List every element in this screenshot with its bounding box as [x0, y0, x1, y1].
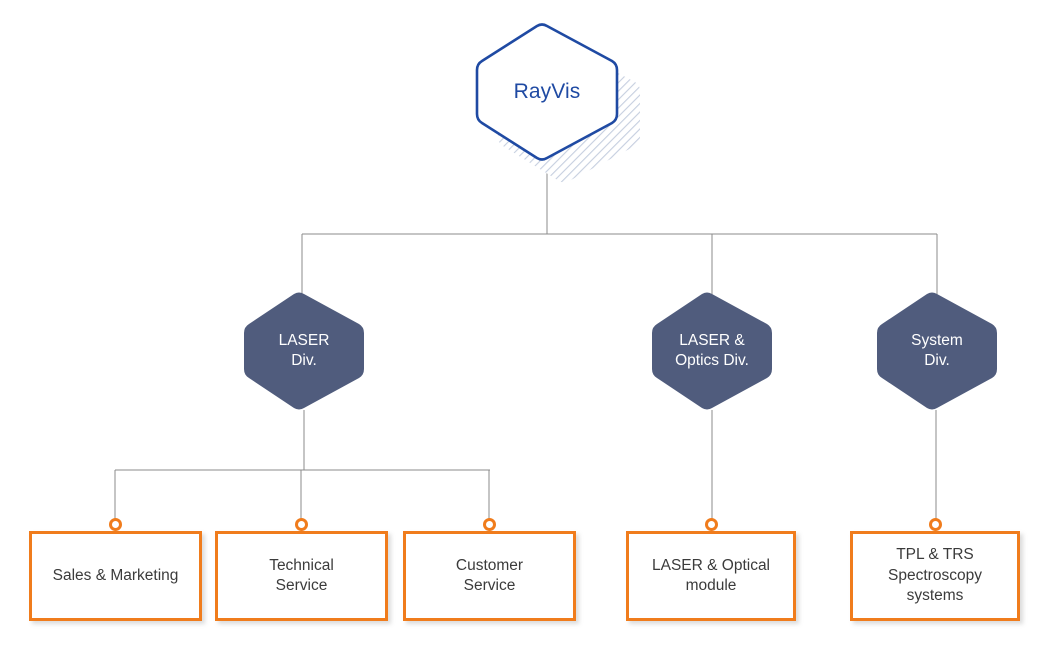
root-hexagon-shape	[475, 23, 619, 161]
connector-ring-sales-marketing	[109, 518, 122, 531]
node-system-div-label: System Div.	[911, 332, 963, 369]
node-laser-optics-div[interactable]: LASER & Optics Div.	[650, 292, 774, 410]
connector-ring-technical-service	[295, 518, 308, 531]
connector-ring-customer-service	[483, 518, 496, 531]
node-sales-marketing[interactable]: Sales & Marketing	[29, 531, 202, 621]
connector-ring-tpl-trs-spectroscopy	[929, 518, 942, 531]
node-laser-div-label: LASER Div.	[278, 332, 330, 369]
connector-ring-laser-optical-module	[705, 518, 718, 531]
node-technical-service[interactable]: Technical Service	[215, 531, 388, 621]
node-laser-optics-div-label: LASER & Optics Div.	[675, 332, 749, 369]
node-laser-div[interactable]: LASER Div.	[242, 292, 366, 410]
node-customer-service[interactable]: Customer Service	[403, 531, 576, 621]
node-tpl-trs-spectroscopy-systems[interactable]: TPL & TRS Spectroscopy systems	[850, 531, 1020, 621]
node-rayvis-label: RayVis	[513, 79, 581, 103]
laser-optics-div-hexagon-shape	[652, 292, 772, 410]
system-div-hexagon-shape	[877, 292, 997, 410]
node-rayvis[interactable]: RayVis	[473, 22, 640, 183]
node-laser-optical-module[interactable]: LASER & Optical module	[626, 531, 796, 621]
node-system-div[interactable]: System Div.	[875, 292, 999, 410]
laser-div-hexagon-shape	[244, 292, 364, 410]
